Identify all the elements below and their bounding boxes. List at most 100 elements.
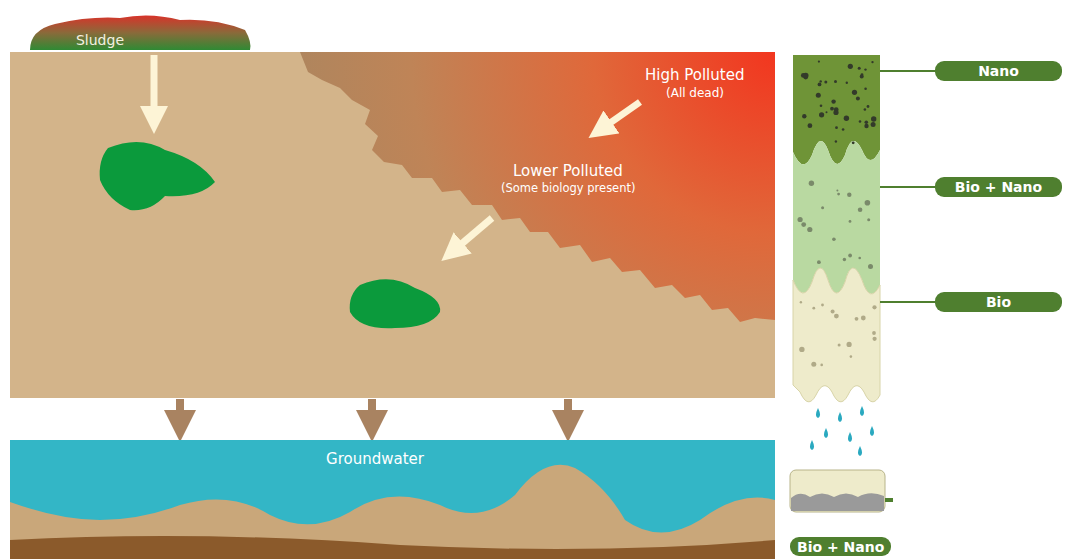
- particle-dot: [873, 337, 877, 341]
- particle-dot: [826, 111, 828, 113]
- particle-dot: [843, 258, 846, 261]
- particle-dot: [844, 116, 849, 121]
- particle-dot: [818, 61, 820, 63]
- particle-dot: [846, 82, 848, 84]
- particle-dot: [855, 317, 859, 321]
- particle-dot: [858, 67, 861, 70]
- leader-line: [880, 301, 935, 303]
- particle-dot: [811, 362, 816, 367]
- bio-nano-layer: [793, 141, 880, 294]
- flow-arrow: [600, 102, 640, 130]
- particle-dot: [872, 331, 876, 335]
- particle-dot: [824, 80, 827, 83]
- particle-dot: [819, 112, 824, 117]
- particle-dot: [867, 105, 870, 108]
- sample-box: [790, 470, 885, 512]
- node-text: Bio: [986, 294, 1011, 310]
- particle-dot: [820, 104, 823, 107]
- particle-dot: [848, 254, 852, 258]
- biology-patch: [100, 142, 215, 210]
- particle-dot: [864, 68, 866, 70]
- particle-dot: [799, 347, 804, 352]
- nano-layer: [793, 55, 880, 164]
- particle-dot: [820, 364, 823, 367]
- particle-dot: [834, 80, 837, 83]
- particle-dot: [835, 126, 838, 129]
- particle-dot: [864, 108, 867, 111]
- particle-dot: [821, 304, 824, 307]
- flow-arrow: [452, 218, 492, 252]
- particle-dot: [865, 200, 871, 206]
- zone-note: (Some biology present): [501, 181, 635, 195]
- particle-dot: [802, 114, 806, 118]
- node-text: Bio + Nano: [797, 539, 884, 555]
- leader-line: [880, 70, 935, 72]
- particle-dot: [816, 93, 821, 98]
- particle-dot: [833, 110, 838, 115]
- particle-dot: [837, 193, 840, 196]
- node-text: Groundwater: [326, 450, 424, 468]
- node-text: Bio + Nano: [955, 179, 1042, 195]
- seepage-arrow: [368, 399, 376, 426]
- particle-dot: [821, 206, 824, 209]
- seepage-arrow: [176, 399, 184, 426]
- particle-dot: [864, 124, 868, 128]
- sludge-mound-label: Sludge: [55, 30, 145, 50]
- zone-note: (All dead): [666, 86, 724, 100]
- particle-dot: [847, 193, 851, 197]
- bedrock: [10, 536, 775, 559]
- particle-dot: [830, 107, 834, 111]
- bedrock: [10, 465, 775, 559]
- particle-dot: [832, 237, 836, 241]
- particle-dot: [801, 222, 806, 227]
- particle-dot: [872, 305, 876, 309]
- layer-label: Bio + Nano: [935, 177, 1062, 197]
- particle-dot: [848, 64, 853, 69]
- particle-dot: [834, 314, 839, 319]
- bio-layer: [793, 268, 880, 402]
- particle-dot: [838, 344, 841, 347]
- particle-dot: [817, 260, 821, 264]
- particle-dot: [820, 80, 822, 82]
- layer-label: Bio: [935, 292, 1062, 312]
- leader-line: [885, 498, 893, 502]
- layer-label: Bio + Nano: [790, 537, 891, 556]
- particle-dot: [798, 217, 803, 222]
- particle-dot: [864, 88, 867, 91]
- particle-dot: [871, 122, 876, 127]
- particle-dot: [871, 116, 876, 121]
- particle-dot: [818, 83, 822, 87]
- particle-dot: [868, 264, 873, 269]
- particle-dot: [849, 220, 852, 223]
- particle-dot: [842, 128, 845, 131]
- particle-dot: [856, 97, 860, 101]
- zone-label: High Polluted: [645, 66, 744, 84]
- particle-dot: [867, 218, 870, 221]
- layer-label: Nano: [935, 61, 1062, 81]
- particle-dot: [858, 207, 863, 212]
- particle-dots: [798, 61, 877, 506]
- zone-label: Lower Polluted: [513, 162, 623, 180]
- particle-dot: [831, 99, 835, 103]
- particle-dot: [809, 181, 814, 186]
- particle-dot: [801, 73, 806, 78]
- particle-dot: [852, 90, 857, 95]
- particle-dot: [812, 307, 815, 310]
- particle-dot: [847, 342, 852, 347]
- particle-dot: [850, 355, 853, 358]
- particle-dot: [807, 227, 812, 232]
- particle-dot: [852, 141, 855, 144]
- biology-patch: [350, 279, 440, 328]
- particle-dot: [808, 123, 813, 128]
- particle-dot: [865, 120, 869, 124]
- leader-line: [880, 186, 935, 188]
- soil-block: [10, 52, 775, 398]
- particle-dot: [871, 61, 873, 63]
- particle-dot: [835, 140, 837, 142]
- seepage-arrow: [564, 399, 572, 426]
- particle-dot: [858, 257, 861, 260]
- particle-dot: [860, 74, 864, 78]
- nano-sediment: [791, 493, 884, 511]
- sludge-mound: [30, 15, 250, 50]
